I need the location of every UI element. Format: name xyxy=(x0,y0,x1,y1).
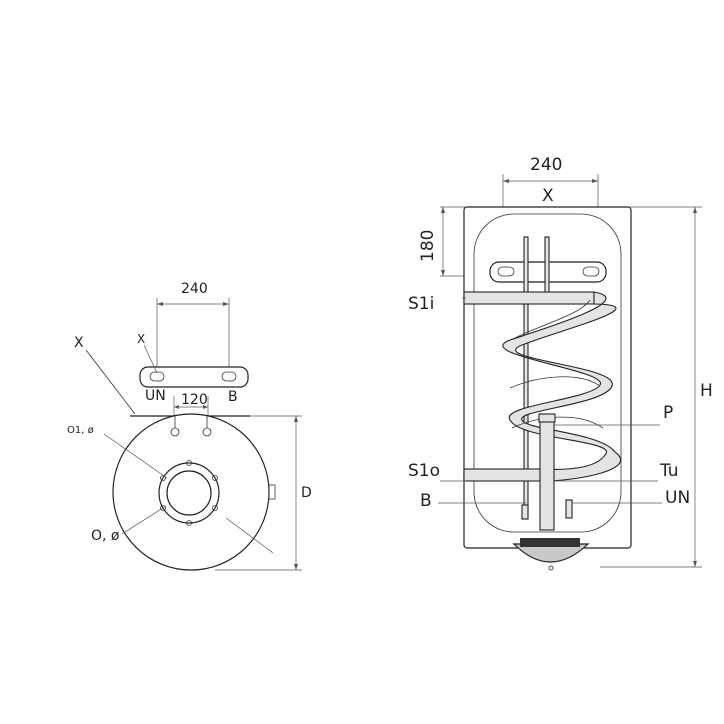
bottom-cap xyxy=(512,543,590,563)
label-tu: Tu xyxy=(659,461,679,481)
label-h: H xyxy=(700,381,713,401)
side-dim-240: 240 xyxy=(530,155,562,175)
label-d: D xyxy=(301,485,312,501)
tank-outline xyxy=(112,413,270,571)
coil-outlet-pipe xyxy=(463,468,545,482)
inner-vessel xyxy=(473,213,622,533)
flange-inner xyxy=(166,470,212,516)
wall-bracket xyxy=(139,366,249,388)
side-dim-180: 180 xyxy=(418,230,438,262)
label-x-bracket: X xyxy=(137,332,145,346)
label-o: O, ø xyxy=(91,528,120,544)
label-p: P xyxy=(663,403,673,423)
label-x-side: X xyxy=(542,186,554,206)
label-un-side: UN xyxy=(665,488,690,508)
bracket-slot-right xyxy=(221,371,237,382)
label-o1: O1, ø xyxy=(67,425,94,436)
thermostat-tube xyxy=(539,419,555,531)
flange-outer xyxy=(158,462,220,524)
side-stub xyxy=(268,484,276,500)
label-b-side: B xyxy=(420,491,432,511)
bracket-slot-left xyxy=(149,371,165,382)
label-un-top: UN xyxy=(145,388,166,404)
label-x-main: X xyxy=(74,335,84,351)
flange-cover xyxy=(520,538,580,547)
top-dim-240: 240 xyxy=(181,281,208,297)
top-dim-120: 120 xyxy=(181,392,208,408)
label-b-top: B xyxy=(228,389,238,405)
top-view: 240 X X UN 120 B xyxy=(67,281,312,571)
label-s1i: S1i xyxy=(408,294,434,314)
side-view: 240 X 180 H xyxy=(408,155,713,571)
pipe-un xyxy=(565,499,573,519)
label-s1o: S1o xyxy=(408,461,440,481)
pipe-b xyxy=(521,504,529,520)
coil-inlet-pipe xyxy=(463,291,595,305)
